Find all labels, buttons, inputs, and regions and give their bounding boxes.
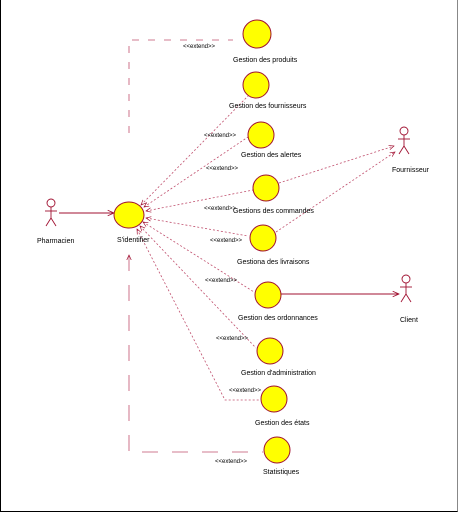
actor-label-pharmacien: Pharmacien xyxy=(37,238,74,245)
use-case-sidentifier[interactable] xyxy=(113,201,145,229)
stereotype-livraisons: <<extend>> xyxy=(210,238,243,244)
stereotype-etats: <<extend>> xyxy=(229,388,262,394)
use-case-label-statistiques: Statistiques xyxy=(263,469,300,476)
stereotype-administration: <<extend>> xyxy=(216,336,249,342)
use-case-gestion-administration[interactable] xyxy=(256,337,284,365)
use-case-label-gestion-ordonnances: Gestion des ordonnances xyxy=(238,315,318,322)
actor-label-fournisseur: Fournisseur xyxy=(392,167,430,174)
use-case-label-gestion-etats: Gestion des états xyxy=(255,420,310,427)
extend-line-fournisseurs xyxy=(141,94,250,205)
use-case-label-gestion-produits: Gestion des produits xyxy=(233,57,298,64)
extend-line-statistiques xyxy=(129,255,263,453)
use-case-gestion-alertes[interactable] xyxy=(247,121,275,149)
actor-pharmacien[interactable] xyxy=(45,198,57,227)
extend-line-administration xyxy=(140,226,257,349)
actor-fournisseur[interactable] xyxy=(398,126,410,155)
association-livraisons-fournisseur xyxy=(275,152,395,233)
extend-line-produits xyxy=(128,39,233,133)
use-case-label-gestion-administration: Gestion d'administration xyxy=(241,370,316,377)
stereotype-ordonnances: <<extend>> xyxy=(205,278,238,284)
use-case-gestion-commandes[interactable] xyxy=(252,174,280,202)
use-case-label-sidentifier: S'identifier xyxy=(117,237,150,244)
use-case-label-gestion-alertes: Gestion des alertes xyxy=(241,152,302,159)
extend-line-etats xyxy=(137,229,260,401)
use-case-gestion-produits[interactable] xyxy=(242,19,272,49)
actor-label-client: Client xyxy=(400,317,418,324)
use-case-statistiques[interactable] xyxy=(263,436,291,464)
stereotype-statistiques: <<extend>> xyxy=(215,459,248,465)
extend-line-alertes xyxy=(144,136,249,207)
use-case-gestion-fournisseurs[interactable] xyxy=(242,71,270,99)
stereotype-produits: <<extend>> xyxy=(183,44,216,50)
use-case-label-gestion-commandes: Gestions des commandes xyxy=(233,208,314,215)
use-case-label-gestion-fournisseurs: Gestion des fournisseurs xyxy=(229,103,307,110)
use-case-gestion-livraisons[interactable] xyxy=(249,224,277,252)
actor-client[interactable] xyxy=(400,274,412,303)
stereotype-commandes: <<extend>> xyxy=(204,206,237,212)
use-case-gestion-etats[interactable] xyxy=(260,385,288,413)
extend-line-livraisons xyxy=(146,218,249,237)
extend-line-ordonnances xyxy=(143,222,255,293)
use-case-gestion-ordonnances[interactable] xyxy=(254,281,282,309)
relationships xyxy=(128,39,263,453)
use-case-label-gestion-livraisons: Gestiona des livraisons xyxy=(237,259,310,266)
stereotype-alertes-2: <<extend>> xyxy=(206,166,239,172)
stereotype-alertes: <<extend>> xyxy=(204,133,237,139)
associations xyxy=(59,146,399,294)
use-cases xyxy=(113,19,291,464)
association-commandes-fournisseur xyxy=(278,146,394,184)
